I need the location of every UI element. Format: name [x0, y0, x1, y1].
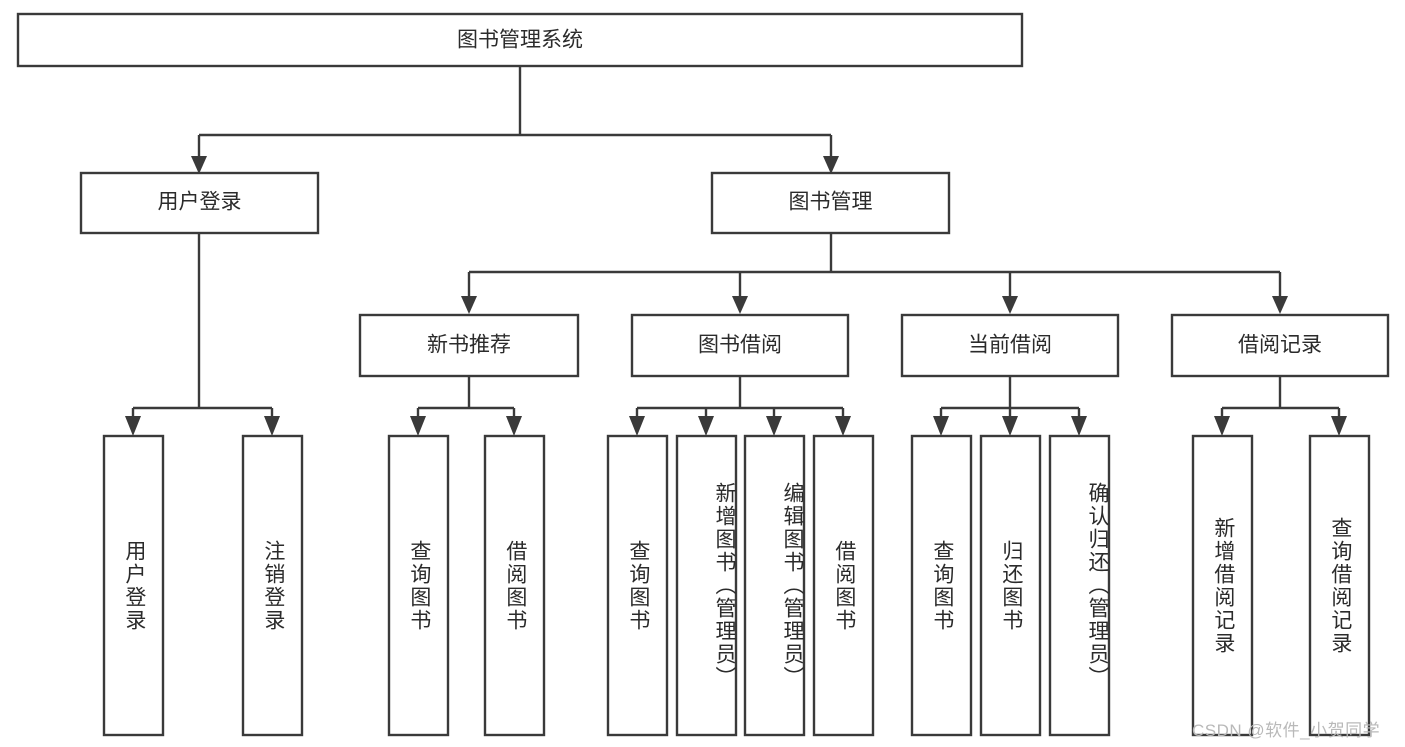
arrow-head-new-book-rec: [461, 296, 477, 314]
arrow-head-book-borrow: [732, 296, 748, 314]
node-leaf-12-box[interactable]: [1191, 434, 1254, 737]
arrow-head-leaf-10: [1002, 416, 1018, 436]
arrow-head-borrow-record: [1272, 296, 1288, 314]
arrow-head-leaf-4: [506, 416, 522, 436]
arrow-head-leaf-12: [1214, 416, 1230, 436]
node-root-label: 图书管理系统: [457, 29, 583, 52]
arrow-head-leaf-11: [1071, 416, 1087, 436]
arrow-head-book-manage: [823, 156, 839, 174]
node-leaf-13-box[interactable]: [1308, 434, 1371, 737]
arrow-head-leaf-8: [835, 416, 851, 436]
node-new-book-rec-label: 新书推荐: [427, 334, 511, 357]
node-new-book-rec[interactable]: 新书推荐: [358, 313, 580, 378]
node-borrow-record-label: 借阅记录: [1238, 334, 1322, 357]
node-leaf-5-box[interactable]: [606, 434, 669, 737]
leaf-box-group: [102, 434, 1371, 737]
connector-group: [125, 66, 1347, 436]
node-leaf-7-box[interactable]: [743, 434, 806, 737]
arrow-head-leaf-7: [766, 416, 782, 436]
node-book-manage[interactable]: 图书管理: [710, 171, 951, 235]
node-root-box[interactable]: [16, 12, 1024, 68]
node-user-login-label: 用户登录: [158, 191, 242, 214]
arrow-head-leaf-9: [933, 416, 949, 436]
node-leaf-3-box[interactable]: [387, 434, 450, 737]
node-current-borrow-label: 当前借阅: [968, 334, 1052, 357]
node-book-borrow[interactable]: 图书借阅: [630, 313, 850, 378]
node-leaf-8-box[interactable]: [812, 434, 875, 737]
node-borrow-record[interactable]: 借阅记录: [1170, 313, 1390, 378]
arrow-head-user-login: [191, 156, 207, 174]
node-book-borrow-box[interactable]: [630, 313, 850, 378]
node-new-book-rec-box[interactable]: [358, 313, 580, 378]
arrow-head-leaf-2: [264, 416, 280, 436]
node-leaf-2-box[interactable]: [241, 434, 304, 737]
arrow-head-leaf-13: [1331, 416, 1347, 436]
node-borrow-record-box[interactable]: [1170, 313, 1390, 378]
node-book-manage-box[interactable]: [710, 171, 951, 235]
csdn-watermark: CSDN @软件_小贺同学: [1192, 721, 1381, 740]
arrow-head-leaf-1: [125, 416, 141, 436]
node-leaf-10-box[interactable]: [979, 434, 1042, 737]
node-leaf-11-box[interactable]: [1048, 434, 1111, 737]
node-user-login[interactable]: 用户登录: [79, 171, 320, 235]
node-root[interactable]: 图书管理系统: [16, 12, 1024, 68]
arrow-head-leaf-3: [410, 416, 426, 436]
node-current-borrow[interactable]: 当前借阅: [900, 313, 1120, 378]
node-leaf-1-box[interactable]: [102, 434, 165, 737]
node-book-borrow-label: 图书借阅: [698, 334, 782, 357]
arrow-head-current-borrow: [1002, 296, 1018, 314]
node-user-login-box[interactable]: [79, 171, 320, 235]
arrow-head-leaf-6: [698, 416, 714, 436]
node-leaf-6-box[interactable]: [675, 434, 738, 737]
node-leaf-4-box[interactable]: [483, 434, 546, 737]
node-leaf-9-box[interactable]: [910, 434, 973, 737]
node-book-manage-label: 图书管理: [789, 191, 873, 214]
node-current-borrow-box[interactable]: [900, 313, 1120, 378]
arrow-head-leaf-5: [629, 416, 645, 436]
